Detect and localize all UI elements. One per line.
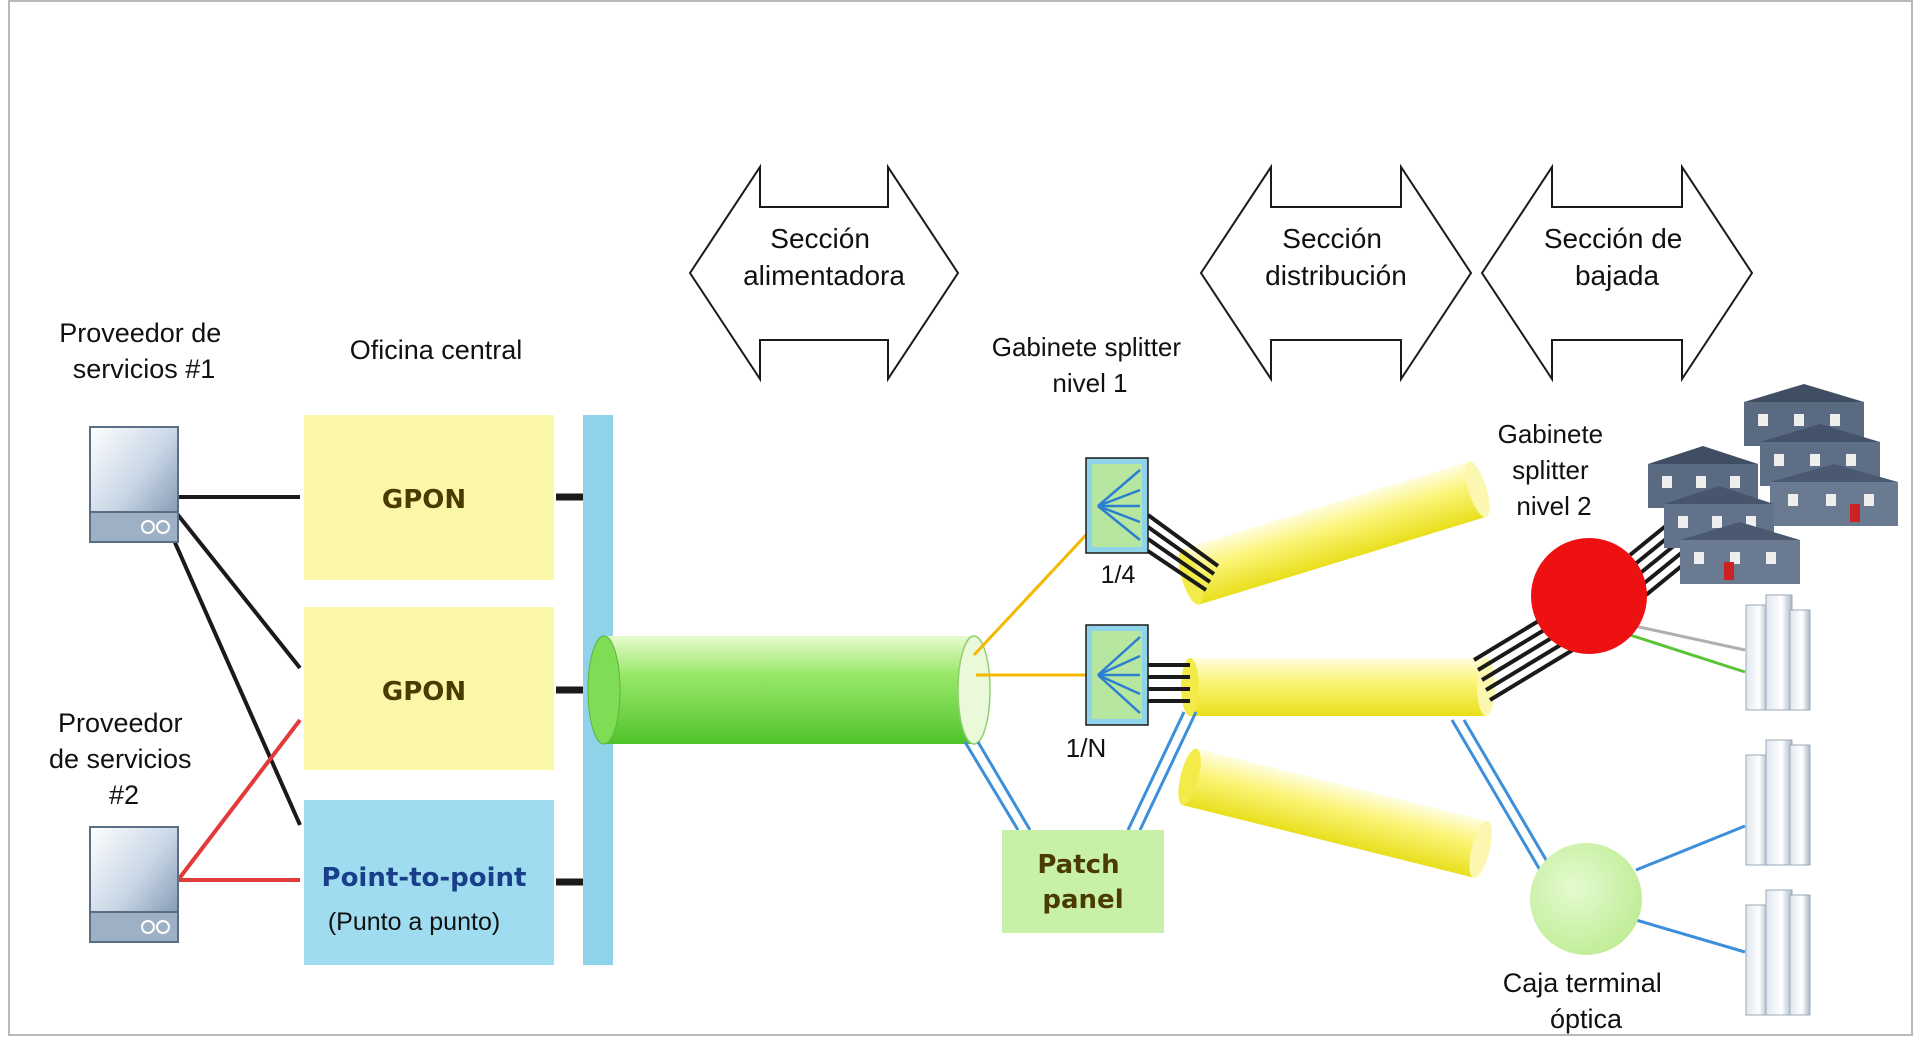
central-office-label: Oficina central: [350, 335, 523, 365]
building-icon: [1745, 889, 1811, 1016]
provider-1-label: Proveedor de servicios #1: [59, 318, 229, 384]
splitter-level-2-label: Gabinete splitter nivel 2: [1498, 419, 1611, 521]
splitter-1-4-icon: [1085, 457, 1149, 554]
patch-panel-label: Patch panel: [1037, 850, 1128, 915]
point-to-point-box: [304, 800, 554, 965]
feeder-section-label: Sección alimentadora: [743, 223, 905, 291]
distribution-cable: [1181, 658, 1495, 716]
distribution-cable: [1178, 461, 1490, 605]
section-arrow: [688, 163, 960, 383]
splitter-1-n-icon: [1085, 624, 1149, 726]
patch-panel-box: [1002, 830, 1164, 933]
building-icon: [1745, 594, 1811, 711]
distribution-section-label: Sección distribución: [1265, 223, 1407, 291]
ratio-1-n-label: 1/N: [1066, 733, 1106, 763]
ratio-1-4-label: 1/4: [1101, 561, 1136, 589]
point-to-point-sublabel: (Punto a punto): [328, 908, 500, 936]
section-arrow: [1199, 163, 1473, 383]
section-arrow: [1480, 163, 1754, 383]
drop-green-links: [1629, 623, 1746, 674]
splitter-fibers: [1146, 513, 1220, 703]
server-icon: [89, 426, 179, 543]
optical-terminal-box-node: [1530, 843, 1642, 955]
splitter-level-1-label: Gabinete splitter nivel 1: [992, 332, 1189, 398]
drop-section-label: Sección de bajada: [1544, 223, 1690, 291]
optical-terminal-box-label: Caja terminal óptica: [1503, 968, 1670, 1034]
gpon-label: GPON: [382, 485, 466, 515]
splitter-level-2-node: [1531, 538, 1647, 654]
point-to-point-label: Point-to-point: [322, 863, 527, 893]
houses-icon: [1648, 384, 1898, 584]
gpon-label: GPON: [382, 677, 466, 707]
provider-links: [163, 495, 302, 882]
patch-panel-links: [1126, 711, 1198, 831]
feeder-to-splitter-links: [963, 533, 1088, 831]
feeder-cable: [587, 635, 991, 745]
building-icon: [1745, 739, 1811, 866]
distribution-cable: [1178, 748, 1492, 878]
gpon-box: [304, 415, 554, 580]
provider-2-label: Proveedor de servicios #2: [49, 708, 199, 810]
drop-blue-links: [1450, 719, 1746, 954]
gpon-box: [304, 607, 554, 770]
office-connectors: [556, 493, 584, 886]
server-icon: [89, 826, 179, 943]
